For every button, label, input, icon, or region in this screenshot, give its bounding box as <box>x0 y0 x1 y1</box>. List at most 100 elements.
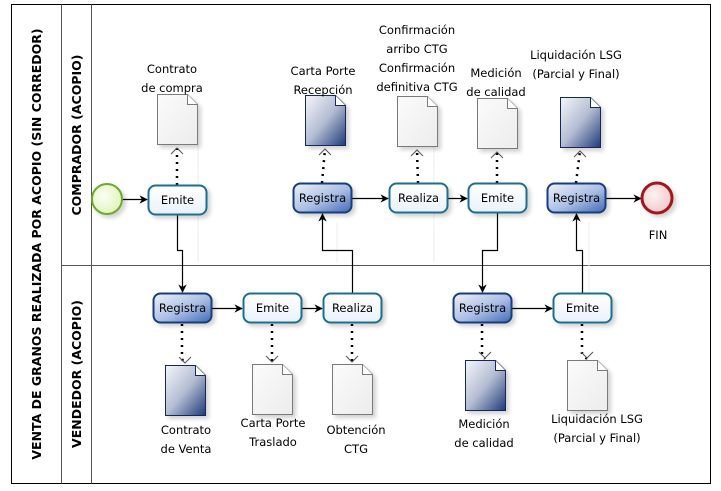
task-box[interactable] <box>388 182 449 214</box>
document-label: de Venta <box>161 442 212 456</box>
task-c1[interactable]: Emite <box>147 184 208 216</box>
document-d_c3[interactable]: Confirmación arribo CTG Confirmación defini… <box>376 23 458 147</box>
association-arrow-icon <box>490 151 504 159</box>
association-arrow-icon <box>178 356 192 364</box>
document-label: de compra <box>141 81 203 95</box>
association-arrow-icon <box>265 355 279 363</box>
association-arrow-icon <box>170 147 184 155</box>
document-fold <box>507 98 518 109</box>
document-label: Confirmación <box>379 61 455 75</box>
document-label: Medición <box>458 417 509 431</box>
association-arrow-icon <box>345 355 359 363</box>
task-box[interactable] <box>546 182 607 214</box>
document-icon[interactable] <box>165 365 206 416</box>
document-d_c5[interactable]: Liquidación LSG(Parcial y Final) <box>530 48 622 148</box>
document-fold <box>590 97 601 108</box>
end-event-circle[interactable] <box>640 181 674 215</box>
task-box[interactable] <box>467 182 528 214</box>
document-icon[interactable] <box>465 360 506 411</box>
document-label: arribo CTG <box>386 42 447 56</box>
task-box[interactable] <box>552 292 613 324</box>
document-fold <box>195 365 206 376</box>
task-label: Realiza <box>398 191 439 205</box>
document-label: Confirmación <box>379 23 455 37</box>
document-icon[interactable] <box>252 364 293 415</box>
task-v3[interactable]: Realiza <box>322 292 383 324</box>
task-c2[interactable]: Registra <box>292 182 353 214</box>
task-box[interactable] <box>322 292 383 324</box>
document-label: de calidad <box>454 436 513 450</box>
data-association-d_v4 <box>480 324 487 360</box>
document-fold <box>362 364 373 375</box>
association-arrow-icon <box>318 148 332 156</box>
start-event-circle[interactable] <box>91 183 123 215</box>
task-label: Registra <box>459 301 506 315</box>
task-label: Emite <box>481 191 514 205</box>
document-label: Carta Porte <box>291 64 356 78</box>
document-icon[interactable] <box>305 95 346 146</box>
document-label: (Parcial y Final) <box>532 67 619 81</box>
lane-title-vendedor: VENDEDOR (ACOPIO) <box>69 300 84 448</box>
document-fold <box>427 96 438 107</box>
document-d_v1[interactable]: Contrato de Venta <box>161 365 212 457</box>
data-association-d_v1 <box>180 324 187 365</box>
document-icon[interactable] <box>560 97 601 148</box>
task-v5[interactable]: Emite <box>552 292 613 324</box>
data-association-d_v5 <box>580 324 588 360</box>
task-c4[interactable]: Emite <box>467 182 528 214</box>
task-label: Emite <box>161 193 194 207</box>
document-icon[interactable] <box>332 364 373 415</box>
task-box[interactable] <box>147 184 208 216</box>
document-icon[interactable] <box>567 360 608 411</box>
sequence-flow-c4-v4 <box>478 213 499 293</box>
document-fold <box>335 95 346 106</box>
association-arrow-icon <box>478 351 492 359</box>
data-association-d_c2 <box>320 148 327 184</box>
task-v1[interactable]: Registra <box>152 292 213 324</box>
document-icon[interactable] <box>397 96 438 147</box>
end-event[interactable]: FIN <box>640 181 674 242</box>
task-label: Registra <box>553 191 600 205</box>
task-box[interactable] <box>242 292 303 324</box>
document-label: Contrato <box>161 423 211 437</box>
task-c3[interactable]: Realiza <box>388 182 449 214</box>
document-label: de calidad <box>466 85 525 99</box>
sequence-flows <box>122 194 642 313</box>
task-box[interactable] <box>292 182 353 214</box>
sequence-flow-v3-c2 <box>318 213 354 293</box>
document-label: Obtención <box>326 423 385 437</box>
task-label: Registra <box>159 301 206 315</box>
start-event[interactable] <box>91 183 123 215</box>
task-v2[interactable]: Emite <box>242 292 303 324</box>
document-label: Carta Porte <box>241 416 306 430</box>
document-icon[interactable] <box>477 98 518 149</box>
document-fold <box>282 364 293 375</box>
task-c5[interactable]: Registra <box>546 182 607 214</box>
document-fold <box>187 94 198 105</box>
document-fold <box>495 360 506 371</box>
document-label: Liquidación LSG <box>551 412 643 426</box>
task-box[interactable] <box>152 292 213 324</box>
lane-title-comprador: COMPRADOR (ACOPIO) <box>69 54 84 215</box>
document-label: definitiva CTG <box>376 80 457 94</box>
document-label: Contrato <box>147 62 197 76</box>
document-icon[interactable] <box>157 94 198 145</box>
document-d_c1[interactable]: Contrato de compra <box>141 62 203 145</box>
task-label: Realiza <box>332 301 373 315</box>
document-d_v5[interactable]: Liquidación LSG(Parcial y Final) <box>551 360 643 446</box>
task-box[interactable] <box>452 292 513 324</box>
sequence-flow-c1-v1 <box>176 215 187 293</box>
task-v4[interactable]: Registra <box>452 292 513 324</box>
document-label: Recepción <box>293 83 352 97</box>
events: FIN <box>91 181 674 242</box>
document-label: Traslado <box>248 435 297 449</box>
task-label: Emite <box>566 301 599 315</box>
document-d_v4[interactable]: Medición de calidad <box>454 360 514 451</box>
